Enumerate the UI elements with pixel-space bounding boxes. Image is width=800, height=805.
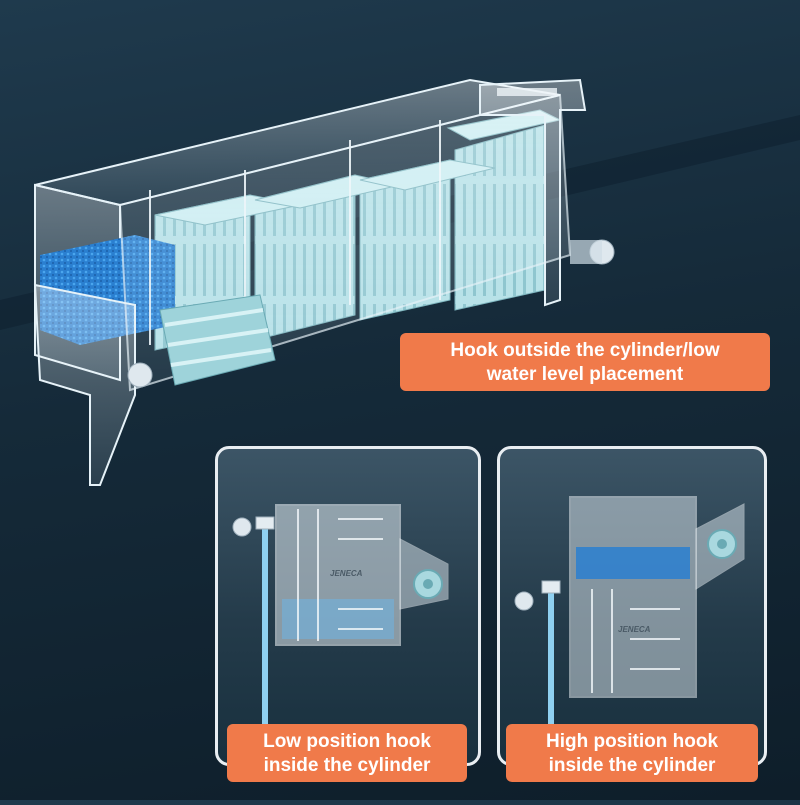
left-hanger-bracket (33, 283, 136, 486)
high-position-illustration (514, 496, 745, 763)
hook-knob-icon (514, 591, 534, 611)
low-position-line1: Low position hook (263, 731, 431, 752)
blue-sponge (576, 547, 690, 579)
tank-wall-water (548, 589, 554, 763)
high-position-label: High position hook inside the cylinder (506, 724, 758, 782)
right-hook (479, 78, 587, 307)
hook-knob-icon (232, 517, 252, 537)
left-adjust-knob (127, 362, 153, 388)
main-callout-label: Hook outside the cylinder/low water leve… (400, 333, 770, 391)
brand-mark: JENECA (618, 625, 651, 634)
high-position-line1: High position hook (545, 731, 719, 752)
main-callout-line1: Hook outside the cylinder/low (450, 340, 720, 361)
low-position-label: Low position hook inside the cylinder (227, 724, 467, 782)
high-position-line2: inside the cylinder (548, 754, 716, 776)
high-filter-box (569, 496, 697, 698)
tank-wall-water (262, 517, 268, 763)
main-callout-line2: water level placement (486, 363, 684, 385)
low-position-panel: JENECA (215, 446, 481, 766)
low-position-line2: inside the cylinder (263, 754, 431, 776)
brand-mark: JENECA (330, 569, 363, 578)
high-position-panel: JENECA (497, 446, 767, 766)
low-position-illustration (232, 504, 449, 763)
water-roller (159, 294, 276, 386)
